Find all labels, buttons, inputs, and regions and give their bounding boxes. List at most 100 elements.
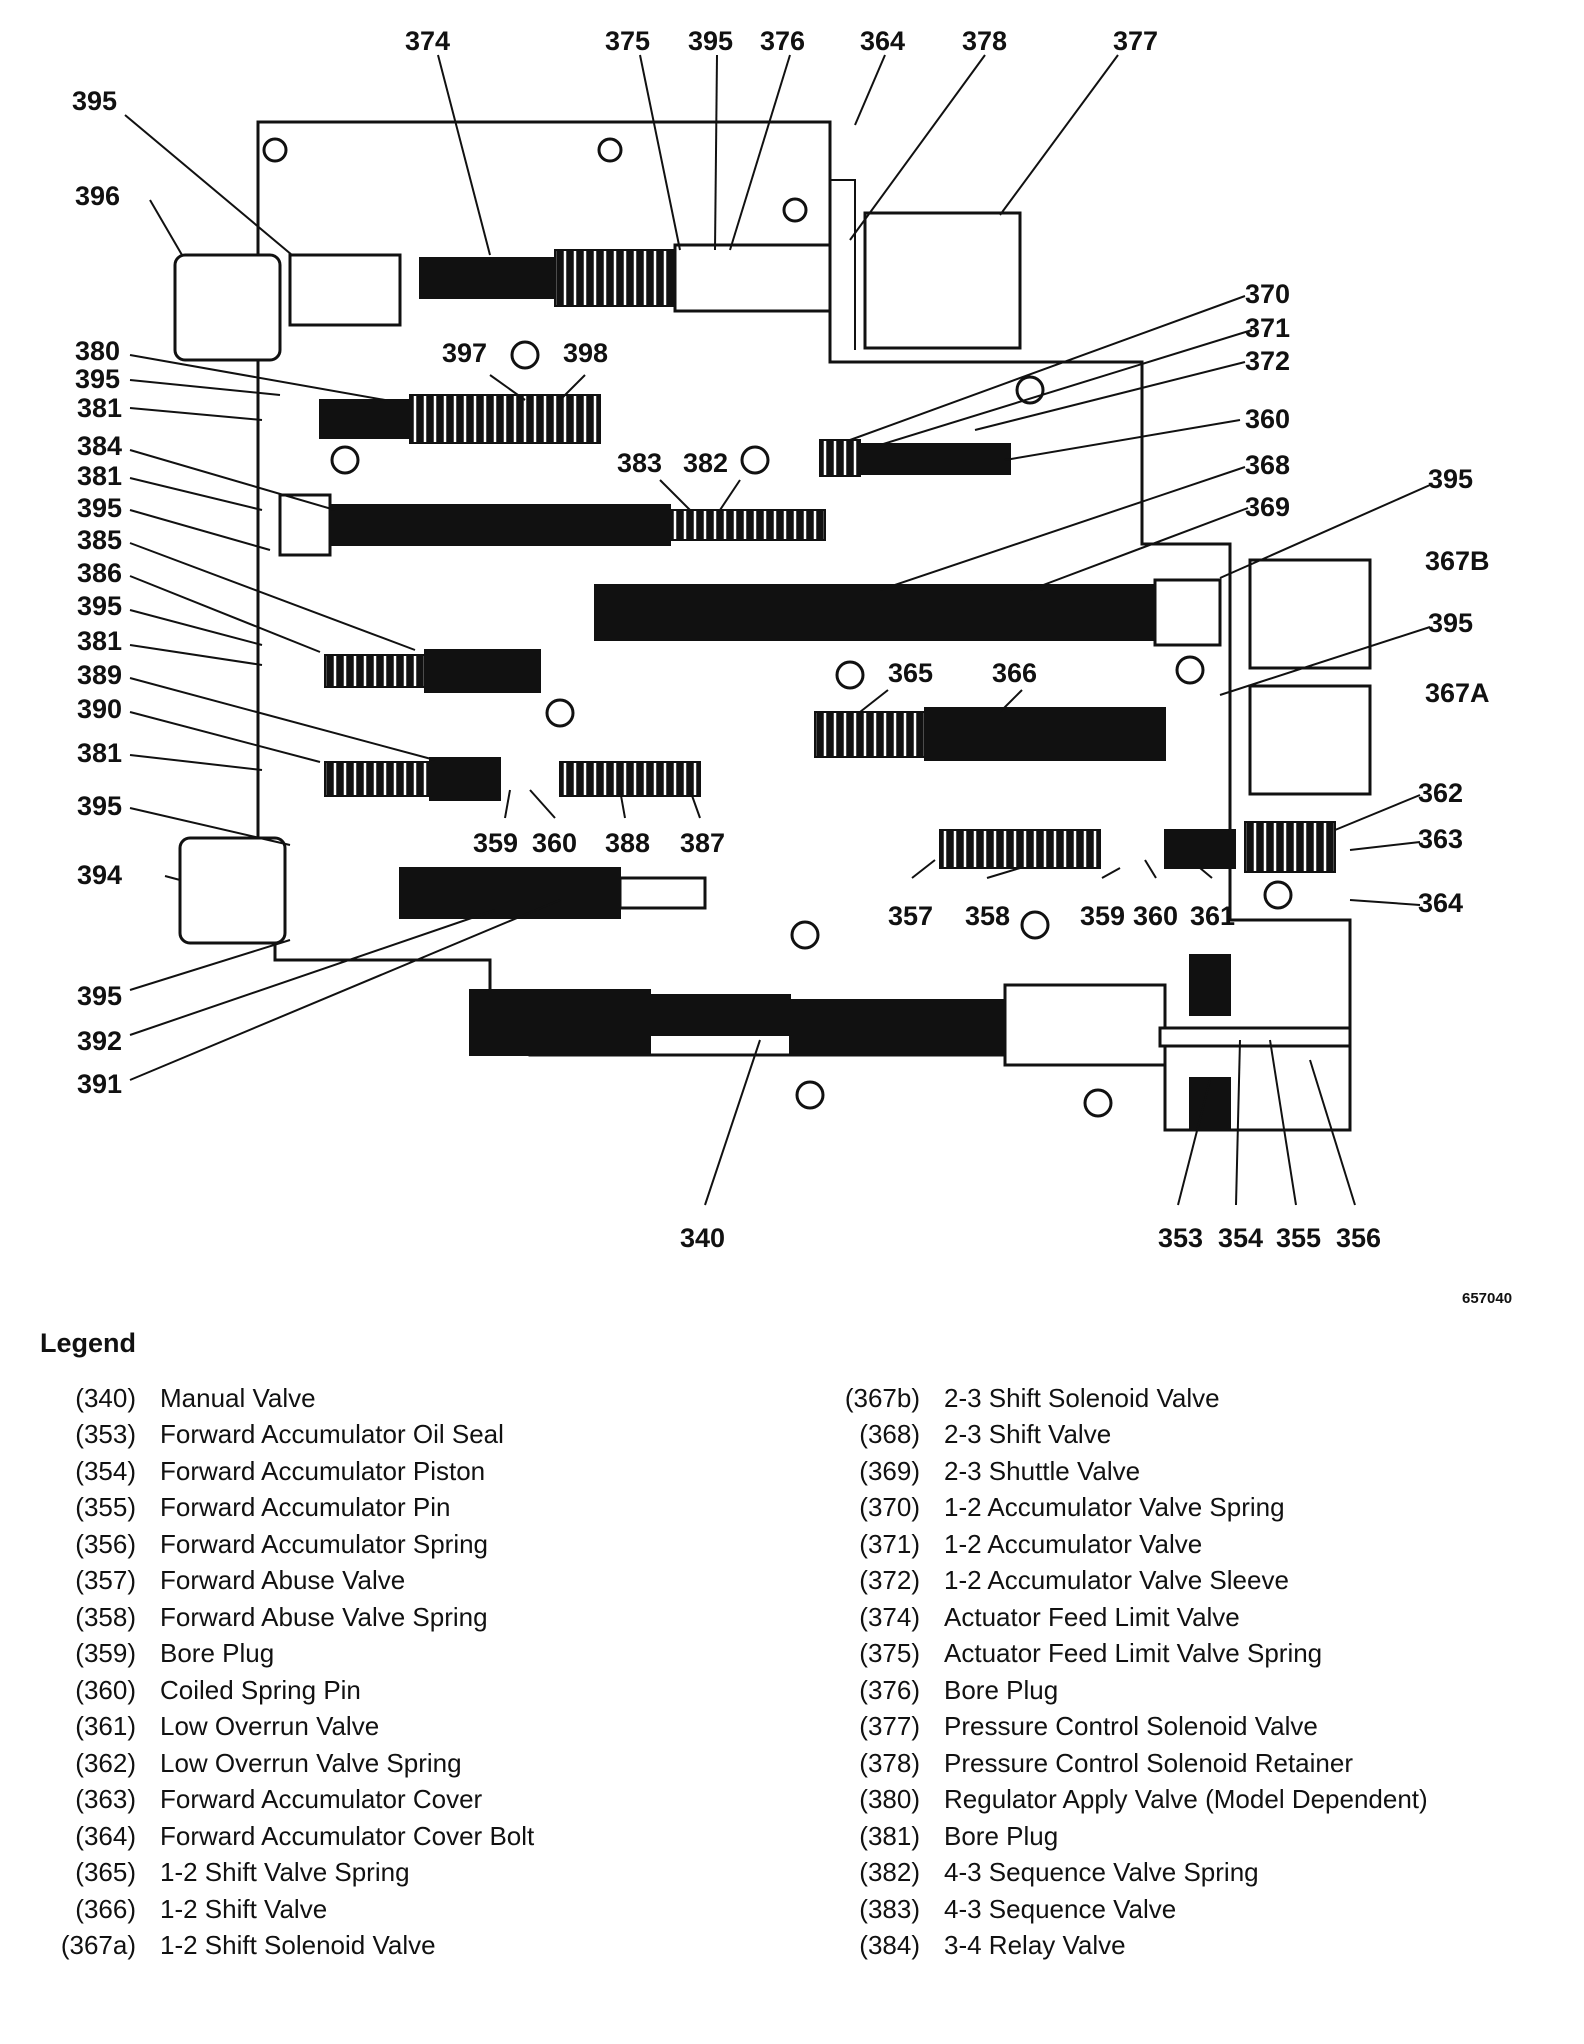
legend-item: (377)Pressure Control Solenoid Valve	[832, 1709, 1428, 1746]
legend-title: Legend	[40, 1328, 137, 1358]
callout: 369	[1245, 492, 1290, 522]
callout: 374	[405, 26, 450, 56]
legend-desc: 2-3 Shift Valve	[944, 1419, 1112, 1450]
callout: 360	[1245, 404, 1290, 434]
legend-desc: 1-2 Accumulator Valve Spring	[944, 1492, 1285, 1523]
legend-code: (357)	[75, 1565, 136, 1596]
callout: 360	[1133, 901, 1178, 931]
callout: 395	[1428, 608, 1473, 638]
legend-desc: 4-3 Sequence Valve Spring	[944, 1857, 1259, 1888]
callout: 357	[888, 901, 933, 931]
legend-item: (378)Pressure Control Solenoid Retainer	[832, 1745, 1428, 1782]
callout: 359	[1080, 901, 1125, 931]
callout: 386	[77, 558, 122, 588]
legend-code: (362)	[75, 1747, 136, 1778]
legend-code: (340)	[75, 1382, 136, 1413]
legend-desc: 1-2 Accumulator Valve	[944, 1528, 1203, 1559]
legend-code: (363)	[75, 1784, 136, 1815]
legend-code: (359)	[75, 1638, 136, 1669]
legend-item: (362) Low Overrun Valve Spring	[48, 1745, 534, 1782]
legend-desc: Actuator Feed Limit Valve Spring	[944, 1638, 1323, 1669]
solenoid-394	[178, 836, 287, 945]
figure-id: 657040	[1462, 1290, 1513, 1307]
callout: 372	[1245, 346, 1290, 376]
legend-desc: Forward Abuse Valve	[160, 1565, 406, 1596]
callout: 378	[962, 26, 1007, 56]
legend-code: (382)	[859, 1857, 920, 1888]
callout: 381	[77, 738, 122, 768]
legend-item: (371)1-2 Accumulator Valve	[832, 1526, 1428, 1563]
callout: 380	[75, 336, 120, 366]
callout: 395	[77, 493, 122, 523]
legend-right-column: (367b) 2-3 Shift Solenoid Valve (368)2-3 …	[832, 1380, 1428, 1964]
callout: 371	[1245, 313, 1290, 343]
callout: 397	[442, 338, 487, 368]
legend-desc: Forward Accumulator Piston	[160, 1455, 486, 1486]
callout: 376	[760, 26, 805, 56]
legend-desc: 2-3 Shift Solenoid Valve	[944, 1382, 1220, 1413]
legend-desc: 1-2 Shift Solenoid Valve	[160, 1930, 436, 1961]
legend-left-column: (340) Manual Valve (353)Forward Accumulat…	[48, 1380, 534, 1964]
legend-desc: Bore Plug	[944, 1674, 1059, 1705]
callout: 392	[77, 1026, 122, 1056]
callout: 377	[1113, 26, 1158, 56]
legend-desc: Low Overrun Valve	[160, 1711, 380, 1742]
legend-desc: Bore Plug	[944, 1820, 1059, 1851]
callout: 395	[77, 591, 122, 621]
legend-code: (369)	[859, 1455, 920, 1486]
callout: 384	[77, 431, 122, 461]
callout: 395	[77, 981, 122, 1011]
legend-item: (368)2-3 Shift Valve	[832, 1417, 1428, 1454]
callout: 381	[77, 626, 122, 656]
legend-desc: Coiled Spring Pin	[160, 1674, 361, 1705]
legend-item: (372)1-2 Accumulator Valve Sleeve	[832, 1563, 1428, 1600]
callout: 381	[77, 461, 122, 491]
shift-solenoid-2-3	[1248, 558, 1372, 670]
callout: 395	[688, 26, 733, 56]
legend-item: (366)1-2 Shift Valve	[48, 1891, 534, 1928]
legend-item: (380)Regulator Apply Valve (Model Depend…	[832, 1782, 1427, 1819]
callout: 375	[605, 26, 650, 56]
legend-desc: Forward Abuse Valve Spring	[160, 1601, 488, 1632]
legend-desc: Forward Accumulator Oil Seal	[160, 1419, 504, 1450]
callout: 390	[77, 694, 122, 724]
legend-item: (357) Forward Abuse Valve	[48, 1563, 534, 1600]
callout: 367B	[1425, 546, 1490, 576]
legend-code: (367a)	[60, 1930, 136, 1961]
valve-body-outline	[256, 120, 1352, 1132]
legend-code: (365)	[75, 1857, 136, 1888]
legend-desc: Forward Accumulator Cover Bolt	[160, 1820, 535, 1851]
legend-item: (365) 1-2 Shift Valve Spring	[48, 1855, 534, 1892]
legend-code: (370)	[859, 1492, 920, 1523]
legend-item: (369)2-3 Shuttle Valve	[832, 1453, 1428, 1490]
legend-item: (356)Forward Accumulator Spring	[48, 1526, 534, 1563]
legend-item: (360)Coiled Spring Pin	[48, 1672, 534, 1709]
legend-item: (358)Forward Abuse Valve Spring	[48, 1599, 534, 1636]
legend-desc: Bore Plug	[160, 1638, 275, 1669]
legend-item: (340) Manual Valve	[48, 1380, 534, 1417]
legend-item: (376)Bore Plug	[832, 1672, 1428, 1709]
callout: 358	[965, 901, 1010, 931]
legend-item: (381)Bore Plug	[832, 1818, 1428, 1855]
legend-code: (384)	[859, 1930, 920, 1961]
leader-lines	[124, 54, 1431, 1206]
callout: 398	[563, 338, 608, 368]
callout: 387	[680, 828, 725, 858]
callout: 354	[1218, 1223, 1263, 1253]
legend-item: (361) Low Overrun Valve	[48, 1709, 534, 1746]
legend-code: (361)	[75, 1711, 136, 1742]
legend-desc: 1-2 Shift Valve Spring	[160, 1857, 410, 1888]
callout: 365	[888, 658, 933, 688]
legend-item: (367b) 2-3 Shift Solenoid Valve	[832, 1380, 1428, 1417]
legend-desc: Low Overrun Valve Spring	[160, 1747, 462, 1778]
legend-item: (353)Forward Accumulator Oil Seal	[48, 1417, 534, 1454]
callout: 355	[1276, 1223, 1321, 1253]
legend-desc: Forward Accumulator Spring	[160, 1528, 489, 1559]
legend-code: (367b)	[844, 1382, 920, 1413]
legend-desc: 1-2 Shift Valve	[160, 1893, 328, 1924]
legend-desc: Manual Valve	[160, 1382, 316, 1413]
callout: 362	[1418, 778, 1463, 808]
valve-body-diagram: 374 375 395 376 364 378 377 395 396 380 …	[72, 26, 1490, 1253]
valve-body-notch	[830, 179, 856, 350]
legend-item: (370) 1-2 Accumulator Valve Spring	[832, 1490, 1428, 1527]
